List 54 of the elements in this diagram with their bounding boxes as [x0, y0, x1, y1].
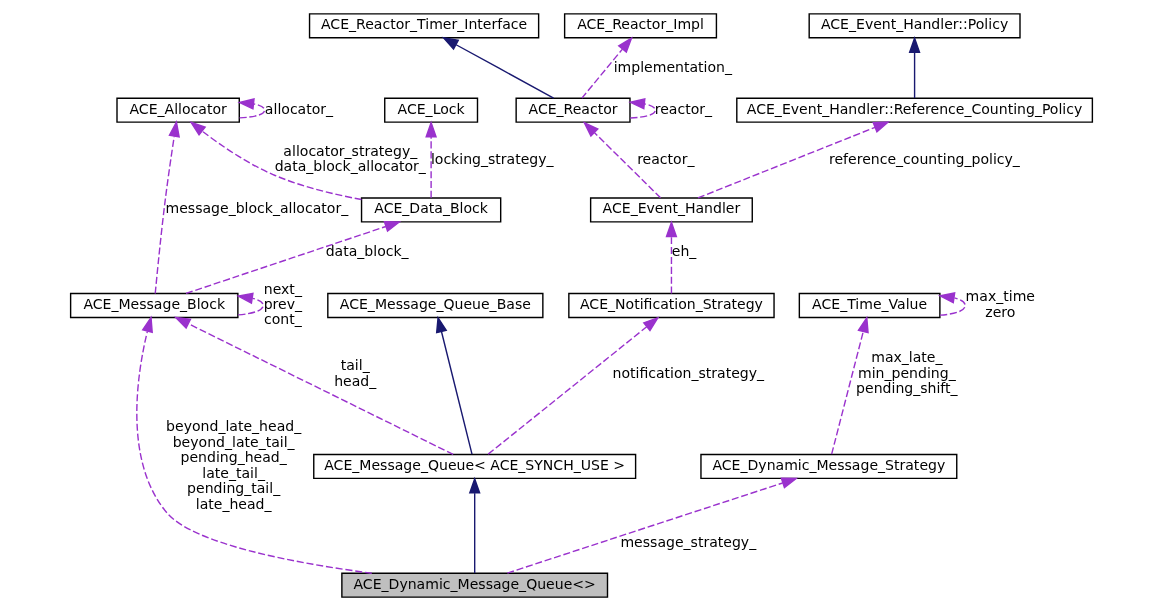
arrow: [441, 36, 555, 99]
arrow: [581, 36, 633, 99]
arrow: [487, 316, 660, 455]
arrow: [908, 36, 921, 99]
node-box: ACE_Allocator: [116, 97, 240, 123]
arrow: [154, 120, 181, 295]
edge-label: next_ prev_ cont_: [263, 280, 303, 328]
node-box: ACE_Message_Queue_Base: [327, 292, 544, 319]
arrow: [236, 292, 264, 316]
node-box: ACE_Reactor_Impl: [563, 13, 718, 39]
edge-label: message_block_allocator_: [165, 200, 349, 217]
edge-label: message_strategy_: [620, 533, 757, 550]
arrow: [136, 315, 373, 574]
edge-label: locking_strategy_: [430, 150, 554, 167]
arrow: [628, 98, 656, 119]
edge-label: data_block_: [325, 242, 409, 259]
arrow: [185, 221, 402, 295]
arrow: [425, 120, 438, 199]
edge-label: max_late_ min_pending_ pending_shift_: [856, 349, 958, 397]
edge-label: beyond_late_head_ beyond_late_tail_ pending_head_ late_tail_ pending_tail_ late_head_: [166, 418, 302, 512]
edge-label: reactor_: [654, 100, 713, 117]
arrow: [435, 315, 473, 455]
edge-label: max_time zero: [965, 288, 1036, 320]
node-box: ACE_Event_Handler::Reference_Counting_Policy: [736, 97, 1094, 123]
edge-label: notification_strategy_: [612, 364, 765, 381]
arrow: [582, 121, 662, 199]
arrow: [937, 292, 966, 316]
node-box: ACE_Reactor_Timer_Interface: [308, 13, 540, 39]
edge-label: tail_ head_: [334, 357, 377, 389]
node-box: ACE_Event_Handler: [589, 197, 753, 223]
node-box: ACE_Reactor: [515, 97, 631, 123]
edge-label: allocator_: [264, 100, 334, 117]
arrow: [830, 315, 869, 455]
arrow: [665, 220, 678, 295]
arrow: [468, 476, 481, 574]
edge-label: reactor_: [637, 150, 695, 167]
node-box: ACE_Dynamic_Message_Queue<>: [341, 572, 609, 598]
node-box: ACE_Message_Block: [69, 292, 239, 319]
node-box: ACE_Dynamic_Message_Strategy: [700, 453, 958, 480]
node-box: ACE_Lock: [384, 97, 479, 123]
arrow: [189, 121, 363, 201]
edge-label: reference_counting_policy_: [829, 150, 1020, 167]
arrow: [506, 477, 799, 574]
edge-label: implementation_: [613, 58, 733, 75]
node-box: ACE_Message_Queue< ACE_SYNCH_USE >: [313, 453, 637, 480]
node-box: ACE_Time_Value: [798, 292, 941, 319]
arrow: [697, 121, 891, 199]
node-box: ACE_Data_Block: [360, 197, 502, 223]
arrow: [237, 98, 266, 119]
arrow: [173, 316, 454, 456]
edge-label: allocator_strategy_ data_block_allocator_: [274, 142, 426, 175]
node-box: ACE_Notification_Strategy: [568, 292, 775, 319]
node-box: ACE_Event_Handler::Policy: [808, 13, 1021, 39]
edge-label: eh_: [671, 242, 697, 259]
